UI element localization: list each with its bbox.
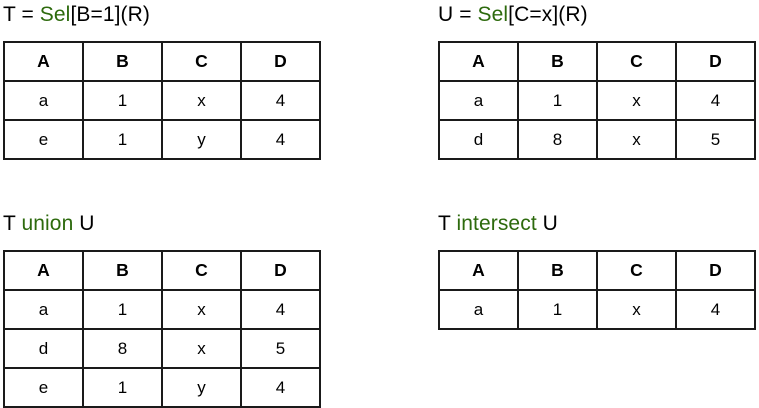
cell-c: x [161,289,242,330]
cell-c: x [596,289,677,330]
table-header-row: A B C D [438,41,756,82]
title-prefix: T = [3,3,40,26]
cell-b: 1 [82,289,163,330]
cell-c: y [161,119,242,160]
title-operator-sel: Sel [477,3,509,26]
title-prefix: T [3,212,22,235]
cell-c: x [596,119,677,160]
column-header-c: C [596,250,677,291]
relation-table-union: A B C D a 1 x 4 d 8 x 5 [3,250,321,408]
table-wrapper-u: A B C D a 1 x 4 d 8 x 5 [438,41,756,160]
cell-d: 5 [240,328,321,369]
table-header-row: A B C D [3,250,321,291]
table-row: a 1 x 4 [3,80,321,121]
column-header-b: B [517,250,598,291]
relation-table-intersect: A B C D a 1 x 4 [438,250,756,330]
table-row: a 1 x 4 [438,289,756,330]
cell-d: 4 [675,289,756,330]
cell-b: 8 [517,119,598,160]
title-suffix: [B=1](R) [70,3,151,26]
panel-relation-intersect: T intersect U A B C D a 1 x 4 [438,211,756,330]
title-prefix: T [438,212,457,235]
cell-a: a [3,289,84,330]
table-row: d 8 x 5 [438,119,756,160]
cell-d: 4 [240,80,321,121]
cell-d: 5 [675,119,756,160]
cell-b: 8 [82,328,163,369]
cell-d: 4 [240,289,321,330]
column-header-b: B [82,250,163,291]
table-row: d 8 x 5 [3,328,321,369]
panel-relation-union: T union U A B C D a 1 x 4 [3,211,321,408]
cell-a: d [3,328,84,369]
title-prefix: U = [438,3,478,26]
title-operator-sel: Sel [39,3,71,26]
relation-table-t: A B C D a 1 x 4 e 1 y 4 [3,41,321,160]
cell-b: 1 [82,80,163,121]
cell-d: 4 [240,119,321,160]
title-suffix: U [73,212,95,235]
column-header-c: C [161,41,242,82]
cell-a: e [3,367,84,408]
column-header-d: D [240,250,321,291]
cell-a: e [3,119,84,160]
column-header-a: A [438,41,519,82]
cell-b: 1 [517,80,598,121]
title-suffix: U [536,212,558,235]
cell-a: a [438,289,519,330]
table-row: a 1 x 4 [3,289,321,330]
panel-title-union: T union U [3,211,321,237]
table-wrapper-t: A B C D a 1 x 4 e 1 y 4 [3,41,321,160]
relation-table-u: A B C D a 1 x 4 d 8 x 5 [438,41,756,160]
panel-title-intersect: T intersect U [438,211,756,237]
panel-relation-t: T = Sel[B=1](R) A B C D a 1 x 4 [3,2,321,160]
cell-c: x [161,328,242,369]
panel-title-u: U = Sel[C=x](R) [438,2,756,28]
table-wrapper-union: A B C D a 1 x 4 d 8 x 5 [3,250,321,408]
title-operator-union: union [21,212,74,235]
table-row: e 1 y 4 [3,367,321,408]
column-header-c: C [596,41,677,82]
column-header-d: D [675,41,756,82]
table-header-row: A B C D [438,250,756,291]
column-header-a: A [3,250,84,291]
table-row: e 1 y 4 [3,119,321,160]
column-header-a: A [438,250,519,291]
cell-c: x [596,80,677,121]
cell-c: x [161,80,242,121]
column-header-d: D [675,250,756,291]
title-suffix: [C=x](R) [508,3,588,26]
column-header-c: C [161,250,242,291]
cell-a: a [3,80,84,121]
panel-relation-u: U = Sel[C=x](R) A B C D a 1 x 4 [438,2,756,160]
column-header-a: A [3,41,84,82]
panel-title-t: T = Sel[B=1](R) [3,2,321,28]
cell-d: 4 [675,80,756,121]
column-header-d: D [240,41,321,82]
title-operator-intersect: intersect [456,212,537,235]
cell-b: 1 [82,367,163,408]
cell-c: y [161,367,242,408]
cell-a: d [438,119,519,160]
cell-b: 1 [82,119,163,160]
table-header-row: A B C D [3,41,321,82]
table-row: a 1 x 4 [438,80,756,121]
cell-a: a [438,80,519,121]
table-wrapper-intersect: A B C D a 1 x 4 [438,250,756,330]
cell-d: 4 [240,367,321,408]
column-header-b: B [517,41,598,82]
cell-b: 1 [517,289,598,330]
column-header-b: B [82,41,163,82]
